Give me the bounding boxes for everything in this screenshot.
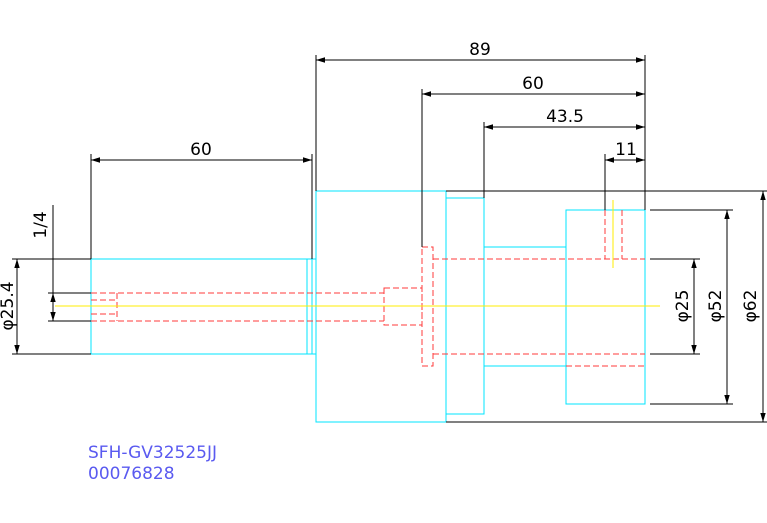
center-lines: [55, 200, 660, 307]
dim-roller-diameter: φ52: [706, 290, 726, 323]
dim-shank-diameter: φ25.4: [0, 281, 18, 330]
dim-overall-length: 89: [469, 40, 491, 60]
extension-lines: [12, 55, 767, 423]
hidden-lines: [91, 210, 645, 367]
dim-bore-depth: 60: [522, 74, 544, 94]
dim-shank-length: 60: [190, 140, 212, 160]
dim-roller-width: 11: [615, 140, 637, 160]
part-code: 00076828: [88, 464, 175, 484]
dim-bore-diameter: φ25: [673, 290, 693, 323]
dim-body-diameter: φ62: [741, 290, 761, 323]
part-model: SFH-GV32525JJ: [88, 443, 217, 463]
part-label: SFH-GV32525JJ 00076828: [88, 443, 217, 484]
dimension-labels: 89 60 43.5 11 60 1/4 φ25.4 φ25 φ52 φ62: [0, 40, 761, 331]
dim-thread: 1/4: [31, 211, 51, 238]
dim-hub-offset: 43.5: [546, 107, 584, 127]
dimension-lines: [14, 57, 766, 422]
